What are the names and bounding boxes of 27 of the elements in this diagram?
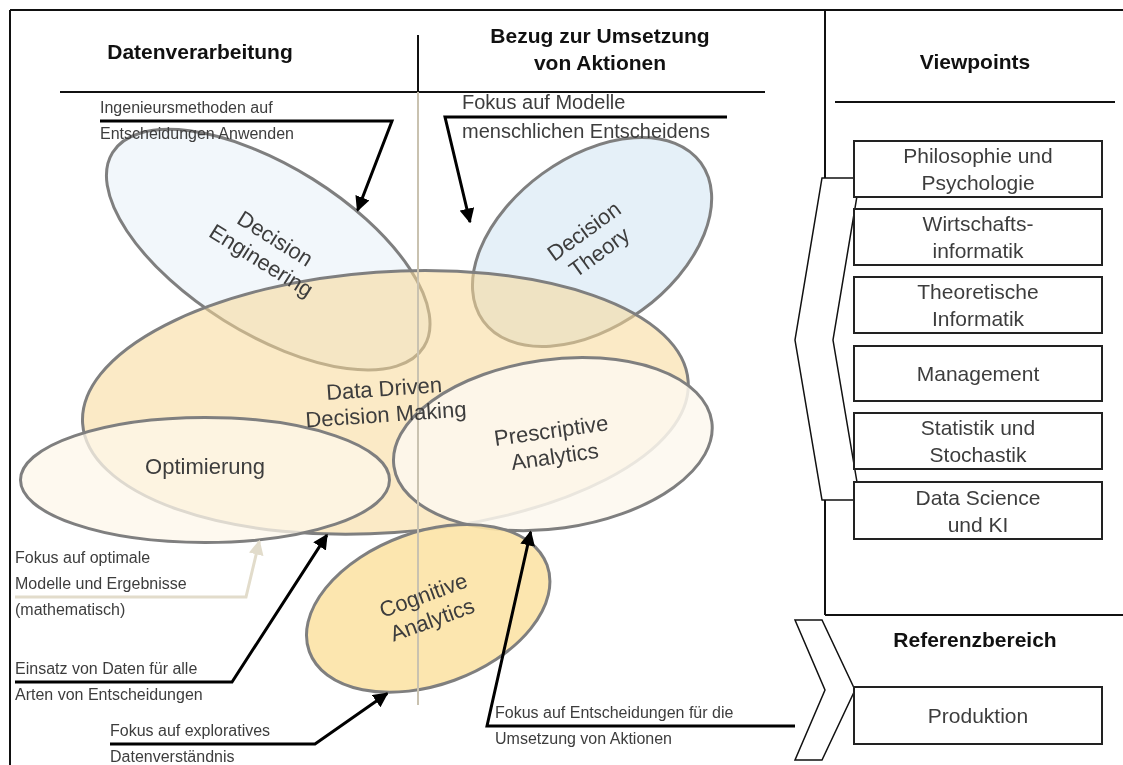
discipline-box: Produktion	[853, 686, 1103, 745]
annotation-text: Einsatz von Daten für alle Arten von Entscheidungen	[15, 656, 225, 708]
column-heading: Bezug zur Umsetzung von Aktionen	[489, 23, 711, 76]
discipline-box: Philosophie und Psychologie	[853, 140, 1103, 198]
annotation-text: Fokus auf optimale Modelle und Ergebnisse (mathematisch)	[15, 545, 205, 623]
annotation-text: Fokus auf Modelle menschlichen Entscheidens	[462, 88, 727, 146]
column-heading: Viewpoints	[918, 49, 1032, 75]
region-label: Optimierung	[144, 454, 266, 480]
column-heading: Referenzbereich	[892, 627, 1058, 653]
discipline-box: Wirtschafts- informatik	[853, 208, 1103, 266]
leader-arrow	[443, 115, 727, 224]
discipline-box: Statistik und Stochastik	[853, 412, 1103, 470]
leader-arrow	[100, 119, 395, 212]
discipline-box: Management	[853, 345, 1103, 402]
discipline-box: Theoretische Informatik	[853, 276, 1103, 334]
ellipse-region	[470, 136, 714, 348]
region-label: Data Driven Decision Making	[303, 371, 469, 435]
leader-arrow	[15, 533, 329, 684]
leader-arrow	[485, 530, 795, 728]
annotation-text: Fokus auf exploratives Datenverständnis	[110, 718, 310, 765]
leader-arrow	[110, 692, 389, 746]
annotation-text: Fokus auf Entscheidungen für die Umsetzung von Aktionen	[495, 700, 795, 752]
ellipse-region	[304, 522, 552, 694]
leader-arrow	[15, 539, 264, 599]
column-heading: Datenverarbeitung	[106, 39, 294, 65]
discipline-box: Data Science und KI	[853, 481, 1103, 540]
region-label: Prescriptive Analytics	[491, 409, 611, 477]
